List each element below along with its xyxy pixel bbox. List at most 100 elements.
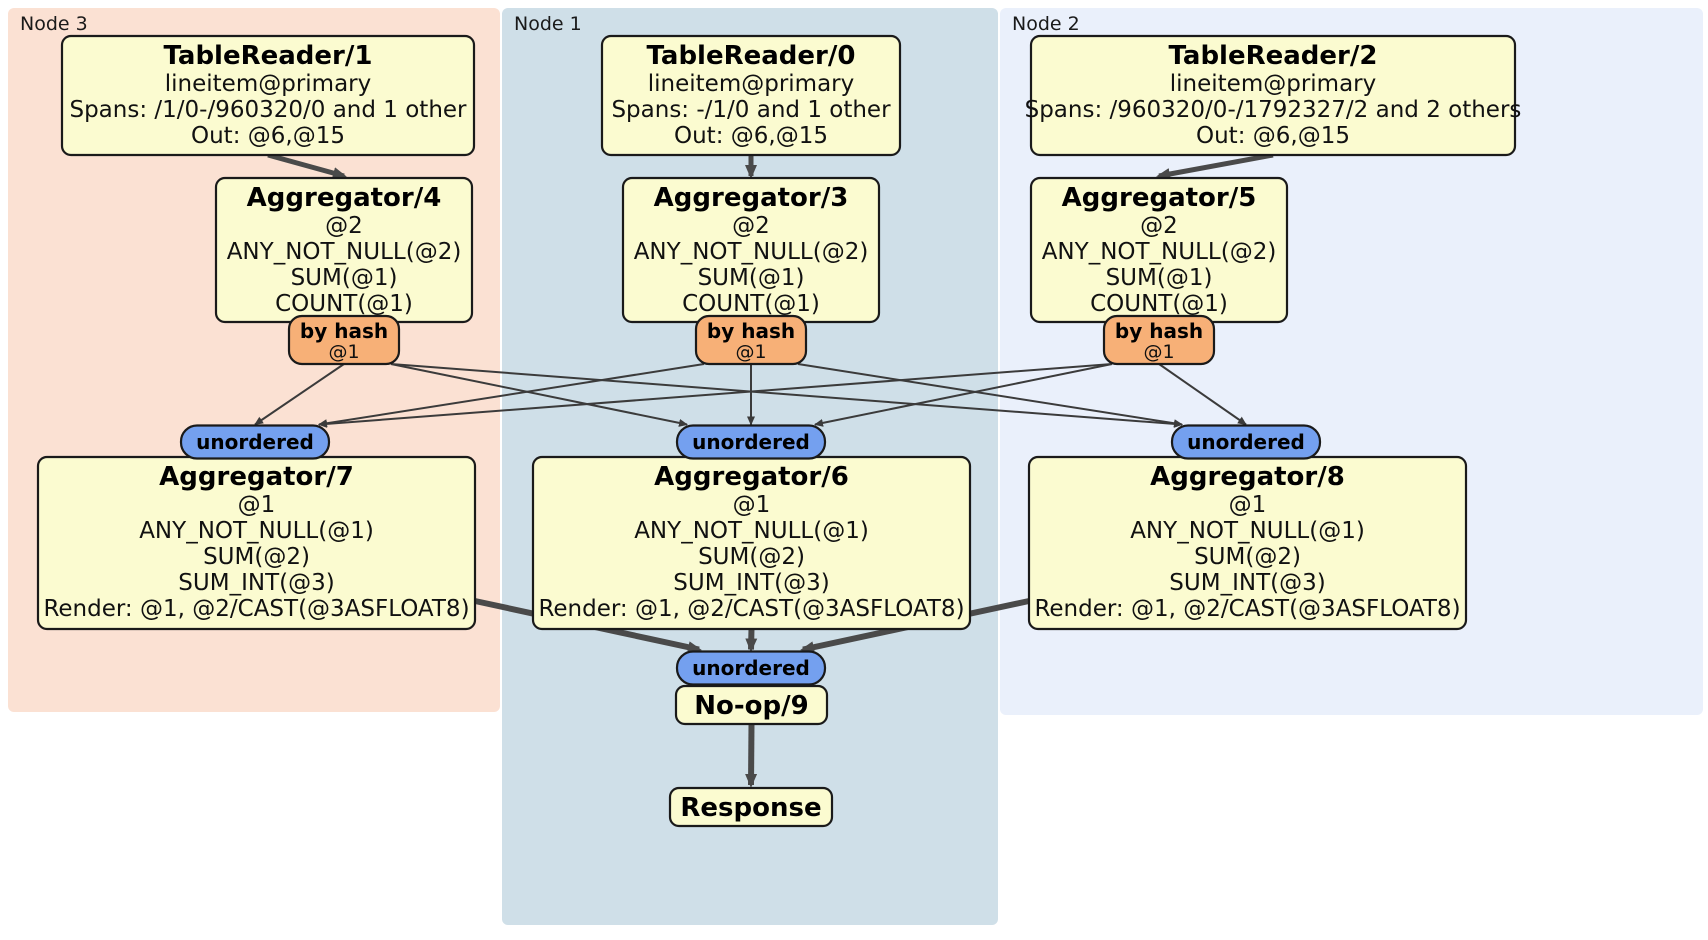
hash-router-by-hash-right[interactable]: by hash@1 — [1102, 314, 1216, 366]
node-detail-line: Spans: /960320/0-/1792327/2 and 2 others — [1025, 97, 1522, 123]
node-aggregator-5[interactable]: Aggregator/5@2ANY_NOT_NULL(@2)SUM(@1)COU… — [1029, 176, 1289, 324]
hash-router-label: by hash — [300, 319, 388, 343]
node-detail-line: ANY_NOT_NULL(@2) — [1042, 239, 1277, 265]
unordered-background — [675, 424, 827, 460]
node-title: Aggregator/3 — [654, 183, 849, 213]
edge-aggregator-6-to-unordered-final — [745, 628, 758, 653]
node-aggregator-6[interactable]: Aggregator/6@1ANY_NOT_NULL(@1)SUM(@2)SUM… — [531, 455, 972, 631]
node-detail-line: Spans: /1/0-/960320/0 and 1 other — [69, 97, 467, 123]
node-detail-line: Render: @1, @2/CAST(@3ASFLOAT8) — [1034, 596, 1460, 622]
node-aggregator-4[interactable]: Aggregator/4@2ANY_NOT_NULL(@2)SUM(@1)COU… — [214, 176, 474, 324]
edge-by-hash-left-to-unordered-left — [254, 363, 345, 426]
node-box-background — [1029, 34, 1517, 157]
node-detail-line: @2 — [1140, 213, 1178, 239]
node-box-background — [60, 34, 476, 157]
node-detail-line: COUNT(@1) — [1090, 291, 1228, 317]
unordered-background — [179, 424, 331, 460]
node-title: Response — [680, 793, 821, 823]
edge-by-hash-left-to-unordered-right — [390, 363, 1183, 428]
edge-by-hash-right-to-unordered-left — [318, 363, 1113, 428]
edge-by-hash-left-to-unordered-center — [390, 363, 688, 427]
node-detail-line: lineitem@primary — [648, 71, 854, 97]
node-detail-line: SUM(@1) — [1106, 265, 1213, 291]
hash-router-label: by hash — [1115, 319, 1203, 343]
node-title: TableReader/0 — [647, 41, 856, 71]
node-box-background — [600, 34, 902, 157]
node-response[interactable]: Response — [668, 786, 834, 828]
unordered-label: unordered — [1187, 430, 1305, 454]
node-detail-line: SUM_INT(@3) — [1169, 570, 1325, 596]
panel-label: Node 2 — [1012, 13, 1080, 35]
unordered-synchronizer-unordered-final[interactable]: unordered — [675, 650, 827, 686]
node-detail-line: Out: @6,@15 — [674, 123, 828, 149]
hash-router-column: @1 — [735, 341, 766, 363]
edge-tablereader-2-to-aggregator-5 — [1156, 152, 1274, 180]
unordered-synchronizer-unordered-center[interactable]: unordered — [675, 424, 827, 460]
node-detail-line: SUM(@2) — [1194, 544, 1301, 570]
node-aggregator-8[interactable]: Aggregator/8@1ANY_NOT_NULL(@1)SUM(@2)SUM… — [1027, 455, 1468, 631]
node-detail-line: lineitem@primary — [165, 71, 371, 97]
node-detail-line: @2 — [732, 213, 770, 239]
node-detail-line: COUNT(@1) — [682, 291, 820, 317]
node-detail-line: SUM(@1) — [698, 265, 805, 291]
node-title: Aggregator/8 — [1150, 462, 1345, 492]
edge-by-hash-center-to-unordered-left — [318, 363, 705, 428]
node-detail-line: SUM(@2) — [698, 544, 805, 570]
unordered-label: unordered — [196, 430, 314, 454]
panel-label: Node 1 — [514, 13, 582, 35]
edge-by-hash-right-to-unordered-right — [1158, 363, 1247, 426]
node-detail-line: ANY_NOT_NULL(@1) — [139, 518, 374, 544]
node-aggregator-3[interactable]: Aggregator/3@2ANY_NOT_NULL(@2)SUM(@1)COU… — [621, 176, 881, 324]
node-title: TableReader/1 — [164, 41, 373, 71]
node-detail-line: COUNT(@1) — [275, 291, 413, 317]
hash-router-by-hash-left[interactable]: by hash@1 — [287, 314, 401, 366]
node-detail-line: SUM(@2) — [203, 544, 310, 570]
node-detail-line: @1 — [238, 492, 276, 518]
hash-router-background — [1102, 314, 1216, 366]
hash-router-column: @1 — [328, 341, 359, 363]
node-aggregator-7[interactable]: Aggregator/7@1ANY_NOT_NULL(@1)SUM(@2)SUM… — [36, 455, 477, 631]
node-detail-line: ANY_NOT_NULL(@2) — [227, 239, 462, 265]
edge-by-hash-center-to-unordered-right — [797, 363, 1183, 428]
node-title: Aggregator/4 — [247, 183, 442, 213]
node-title: No-op/9 — [694, 691, 808, 721]
unordered-label: unordered — [692, 430, 810, 454]
hash-router-by-hash-center[interactable]: by hash@1 — [694, 314, 808, 366]
node-detail-line: ANY_NOT_NULL(@1) — [634, 518, 869, 544]
node-box-background — [674, 684, 829, 726]
node-detail-line: ANY_NOT_NULL(@2) — [634, 239, 869, 265]
node-title: Aggregator/5 — [1062, 183, 1257, 213]
edge-tablereader-1-to-aggregator-4 — [267, 152, 347, 179]
node-title: TableReader/2 — [1169, 41, 1378, 71]
node-title: Aggregator/6 — [654, 462, 849, 492]
node-detail-line: @1 — [1229, 492, 1267, 518]
node-detail-line: @1 — [733, 492, 771, 518]
node-detail-line: lineitem@primary — [1170, 71, 1376, 97]
unordered-background — [675, 650, 827, 686]
unordered-synchronizer-unordered-right[interactable]: unordered — [1170, 424, 1322, 460]
node-box-background — [668, 786, 834, 828]
node-detail-line: SUM_INT(@3) — [178, 570, 334, 596]
node-detail-line: SUM_INT(@3) — [673, 570, 829, 596]
node-detail-line: Spans: -/1/0 and 1 other — [611, 97, 891, 123]
unordered-background — [1170, 424, 1322, 460]
node-noop-9[interactable]: No-op/9 — [674, 684, 829, 726]
node-detail-line: @2 — [325, 213, 363, 239]
node-detail-line: SUM(@1) — [291, 265, 398, 291]
hash-router-label: by hash — [707, 319, 795, 343]
node-detail-line: Out: @6,@15 — [1196, 123, 1350, 149]
node-detail-line: Out: @6,@15 — [191, 123, 345, 149]
hash-router-column: @1 — [1143, 341, 1174, 363]
node-detail-line: Render: @1, @2/CAST(@3ASFLOAT8) — [538, 596, 964, 622]
hash-router-background — [694, 314, 808, 366]
node-detail-line: Render: @1, @2/CAST(@3ASFLOAT8) — [43, 596, 469, 622]
node-title: Aggregator/7 — [159, 462, 354, 492]
unordered-synchronizer-unordered-left[interactable]: unordered — [179, 424, 331, 460]
unordered-label: unordered — [692, 656, 810, 680]
